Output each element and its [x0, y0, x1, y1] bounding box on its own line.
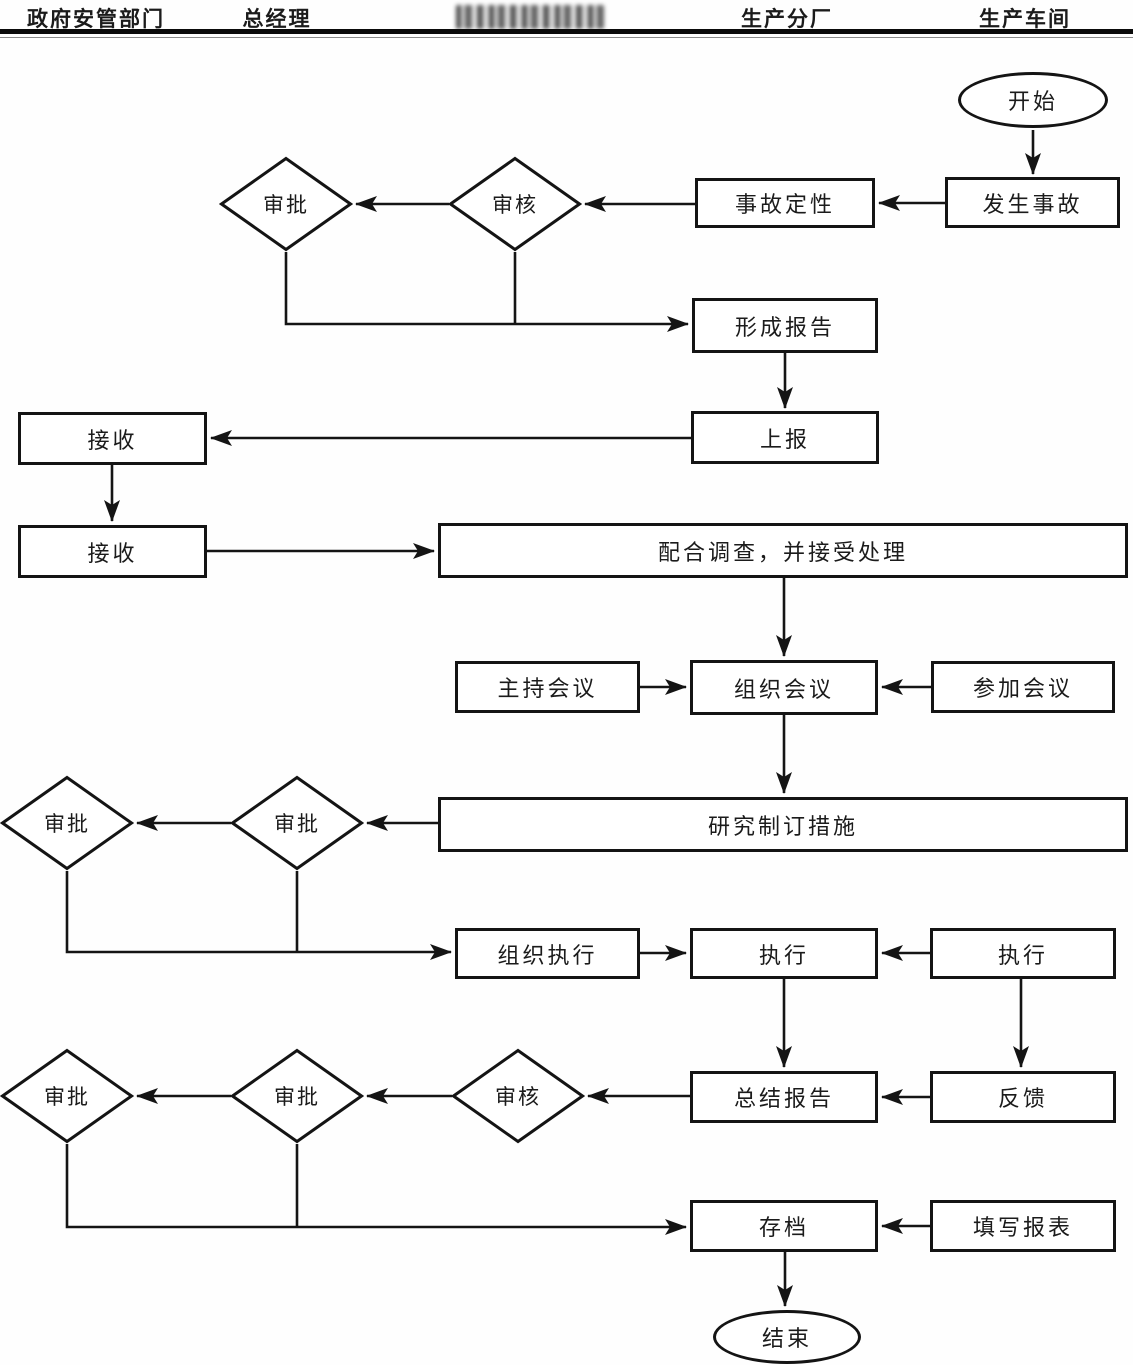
- node-cooperate-investigation-label: 配合调查，并接受处理: [657, 540, 908, 566]
- node-organize-execute: 组织执行: [455, 928, 640, 979]
- node-summary-report-label: 总结报告: [733, 1087, 834, 1112]
- node-approve-mid-2-label: 审批: [274, 812, 320, 836]
- node-receive-1: 接收: [18, 412, 207, 465]
- node-approve-bot-2: 审批: [230, 1048, 364, 1144]
- edge-approve-bot1-to-archive: [65, 1144, 687, 1235]
- node-receive-2-label: 接收: [87, 541, 138, 567]
- node-fill-form: 填写报表: [930, 1200, 1116, 1252]
- node-archive: 存档: [690, 1200, 878, 1252]
- node-end: 结束: [713, 1310, 861, 1364]
- node-chair-meeting: 主持会议: [455, 661, 640, 713]
- node-formulate-measures-label: 研究制订措施: [707, 814, 858, 840]
- lane-header-redacted-blur: [456, 5, 604, 29]
- lane-header-workshop: 生产车间: [979, 6, 1071, 31]
- header-separator-thin: [0, 37, 1133, 38]
- lane-header-general-manager: 总经理: [242, 6, 312, 31]
- node-formulate-measures: 研究制订措施: [438, 797, 1128, 852]
- edge-approve-mid1-to-execute: [65, 871, 452, 960]
- node-summary-report: 总结报告: [690, 1071, 878, 1123]
- diamond-shape: [230, 1048, 364, 1144]
- node-approve-bot-1: 审批: [0, 1048, 134, 1144]
- node-organize-meeting: 组织会议: [690, 660, 878, 715]
- node-accident-occurs: 发生事故: [945, 177, 1120, 228]
- node-report-up: 上报: [691, 411, 879, 464]
- node-approve-top-label: 审批: [263, 193, 309, 217]
- node-approve-bot-1-label: 审批: [44, 1085, 90, 1109]
- node-form-report-label: 形成报告: [734, 315, 835, 341]
- diamond-shape: [451, 1048, 585, 1144]
- lane-header-branch-plant: 生产分厂: [741, 6, 833, 31]
- node-receive-2: 接收: [18, 525, 207, 578]
- node-feedback: 反馈: [930, 1071, 1116, 1123]
- node-attend-meeting-label: 参加会议: [972, 677, 1073, 702]
- diamond-shape: [219, 156, 353, 252]
- node-attend-meeting: 参加会议: [931, 661, 1115, 713]
- node-accident-classify-label: 事故定性: [734, 193, 835, 218]
- node-organize-meeting-label: 组织会议: [733, 677, 834, 703]
- node-approve-mid-1: 审批: [0, 775, 134, 871]
- node-review-bottom-label: 审核: [495, 1085, 541, 1109]
- node-cooperate-investigation: 配合调查，并接受处理: [438, 523, 1128, 578]
- node-receive-1-label: 接收: [87, 428, 138, 454]
- node-chair-meeting-label: 主持会议: [497, 677, 598, 702]
- node-archive-label: 存档: [758, 1216, 809, 1241]
- node-feedback-label: 反馈: [997, 1087, 1048, 1112]
- header-separator-thick: [0, 29, 1133, 34]
- node-approve-mid-2: 审批: [230, 775, 364, 871]
- edge-approve-to-form-report: [284, 252, 689, 332]
- node-end-label: 结束: [761, 1327, 812, 1352]
- node-execute-workshop-label: 执行: [997, 943, 1048, 969]
- node-report-up-label: 上报: [759, 427, 810, 453]
- node-approve-mid-1-label: 审批: [44, 812, 90, 836]
- node-start: 开始: [958, 72, 1108, 128]
- node-approve-top: 审批: [219, 156, 353, 252]
- node-review-bottom: 审核: [451, 1048, 585, 1144]
- node-accident-occurs-label: 发生事故: [982, 192, 1083, 218]
- lane-header-government: 政府安管部门: [27, 6, 165, 31]
- diamond-shape: [448, 156, 582, 252]
- node-execute-branch: 执行: [690, 928, 878, 979]
- node-form-report: 形成报告: [692, 298, 878, 353]
- diamond-shape: [230, 775, 364, 871]
- node-accident-classify: 事故定性: [695, 178, 875, 228]
- node-review-top: 审核: [448, 156, 582, 252]
- node-fill-form-label: 填写报表: [972, 1216, 1073, 1241]
- node-execute-branch-label: 执行: [758, 943, 809, 969]
- node-approve-bot-2-label: 审批: [274, 1085, 320, 1109]
- node-start-label: 开始: [1007, 90, 1058, 115]
- node-organize-execute-label: 组织执行: [497, 943, 598, 969]
- node-execute-workshop: 执行: [930, 928, 1116, 979]
- diamond-shape: [0, 1048, 134, 1144]
- node-review-top-label: 审核: [492, 193, 538, 217]
- diamond-shape: [0, 775, 134, 871]
